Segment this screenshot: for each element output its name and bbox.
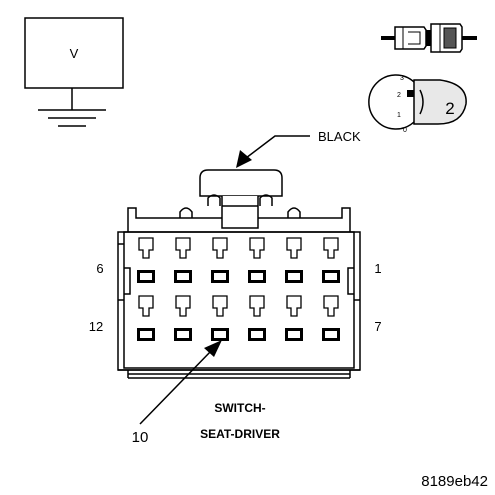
- connector-body: [117, 169, 361, 379]
- connector-title-line2: SEAT-DRIVER: [200, 427, 280, 441]
- color-callout-leader: [236, 135, 310, 168]
- pin-cavity-6: [137, 237, 155, 283]
- voltmeter-symbol: [24, 17, 124, 127]
- ignition-selected-position: 2: [445, 99, 454, 118]
- ignition-position-0: 0: [403, 127, 407, 134]
- pin-cavity-2: [285, 237, 303, 283]
- pin-cavity-1: [322, 237, 340, 283]
- pin-cavity-10: [211, 295, 229, 341]
- pin-cavity-4: [211, 237, 229, 283]
- pin-cavities: [137, 237, 340, 341]
- pin-cavity-11: [174, 295, 192, 341]
- pin-cavity-3: [248, 237, 266, 283]
- ignition-position-3: 3: [400, 75, 404, 82]
- pin-label-1: 1: [374, 261, 381, 276]
- pin-label-7: 7: [374, 319, 381, 334]
- connector-color-label: BLACK: [318, 129, 361, 144]
- pin-cavity-5: [174, 237, 192, 283]
- voltmeter-label: V: [70, 46, 79, 61]
- figure-id: 8189eb42: [421, 473, 488, 490]
- pin-callout-leader: [139, 340, 222, 425]
- pin-cavity-12: [137, 295, 155, 341]
- pin-callout-number: 10: [132, 429, 149, 446]
- ignition-position-2: 2: [397, 92, 401, 99]
- ignition-key-icon: [368, 74, 467, 130]
- pin-cavity-8: [285, 295, 303, 341]
- connector-pair-icon: [381, 23, 477, 53]
- ignition-position-1: 1: [397, 112, 401, 119]
- pin-label-12: 12: [89, 319, 103, 334]
- pin-cavity-9: [248, 295, 266, 341]
- pin-label-6: 6: [96, 261, 103, 276]
- pin-cavity-7: [322, 295, 340, 341]
- connector-title-line1: SWITCH-: [214, 401, 265, 415]
